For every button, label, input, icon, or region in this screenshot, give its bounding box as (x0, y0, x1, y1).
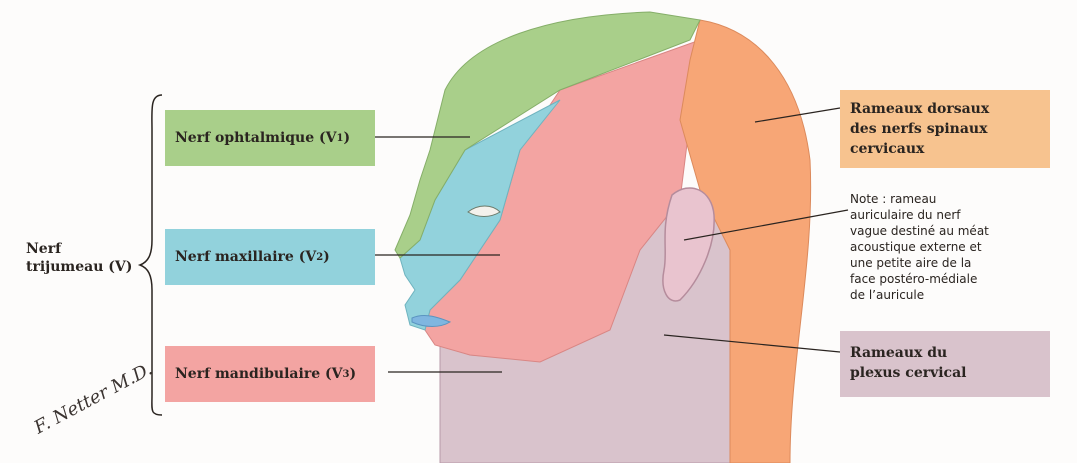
trigeminal-nerve-label: Nerf trijumeau (V) (26, 240, 132, 276)
dorsal-rami-label: Rameaux dorsaux des nerfs spinaux cervic… (840, 90, 1050, 168)
cervical-plexus-label: Rameaux du plexus cervical (840, 331, 1050, 397)
auricular-note: Note : rameau auriculaire du nerf vague … (850, 191, 1070, 303)
